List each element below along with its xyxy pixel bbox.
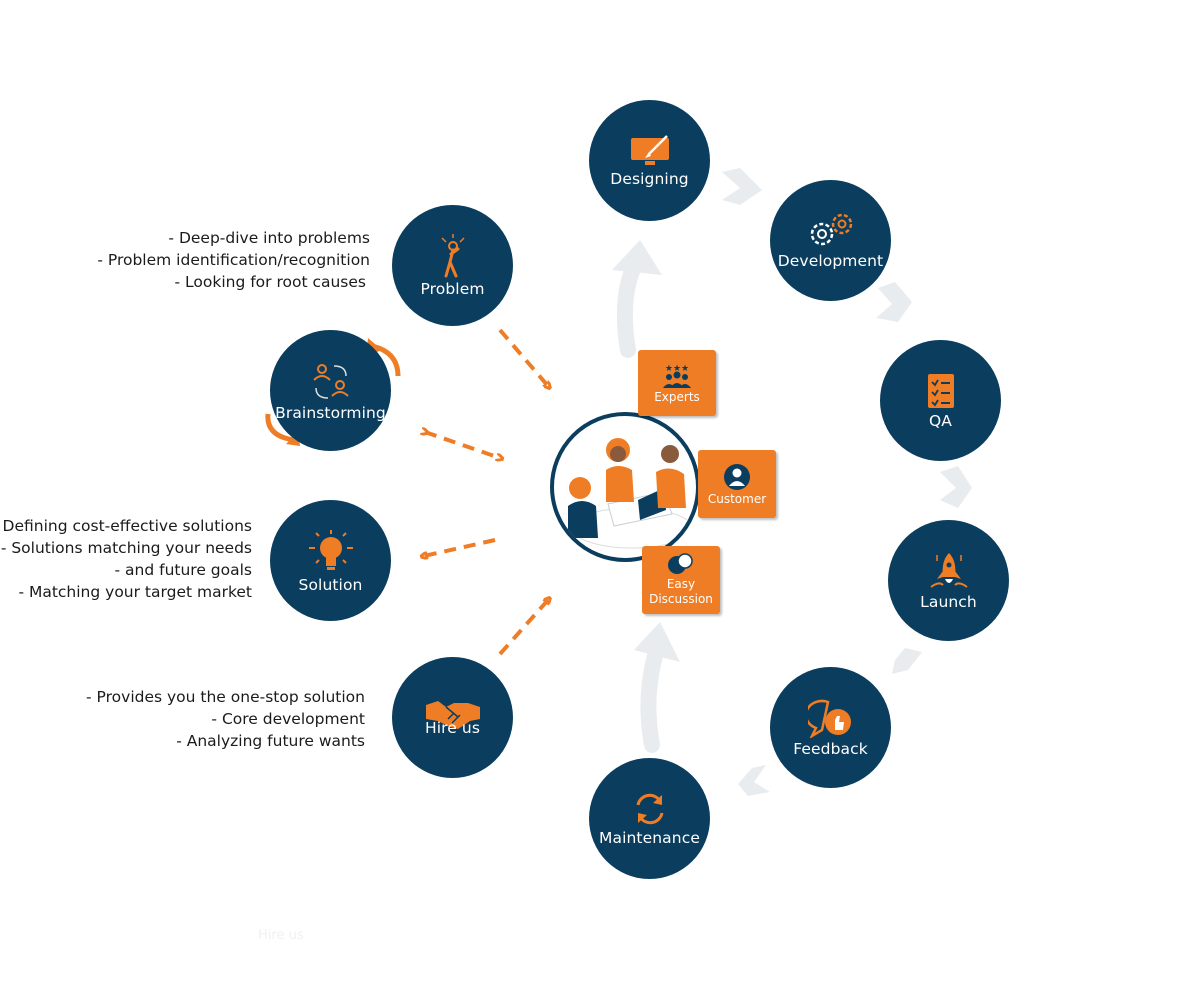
problem-desc-line: - Problem identification/recognition: [97, 251, 370, 269]
node-qa-label: QA: [928, 411, 952, 430]
discussion-label-line2: Discussion: [649, 592, 713, 606]
chevron-4: [892, 648, 922, 674]
node-solution: Solution: [270, 500, 391, 621]
solution-description: - Defining cost-effective solutions - So…: [0, 515, 252, 603]
solution-desc-line: - and future goals: [114, 561, 253, 579]
customer-badge: Customer: [698, 450, 776, 518]
hire-us-description: - Provides you the one-stop solution - C…: [86, 686, 365, 752]
center-illustration: [550, 412, 700, 562]
node-brainstorming-label: Brainstorming: [275, 403, 386, 422]
node-solution-label: Solution: [298, 575, 363, 594]
node-problem-label: Problem: [420, 279, 485, 298]
solution-desc-line: - Matching your target market: [18, 583, 252, 601]
chevron-3: [940, 466, 972, 508]
discussion-badge: Easy Discussion: [642, 546, 720, 614]
chevron-1: [722, 168, 762, 205]
faint-caption: Hire us: [258, 928, 304, 943]
node-maintenance: Maintenance: [589, 758, 710, 879]
experts-label: Experts: [654, 389, 700, 404]
node-qa: QA: [880, 340, 1001, 461]
dashed-arrow-solution: [424, 538, 496, 556]
handshake-icon: [425, 700, 480, 729]
rocket-icon: [929, 552, 968, 588]
svg-text:★★★: ★★★: [665, 364, 689, 374]
node-feedback: Feedback: [770, 667, 891, 788]
gears-icon: [810, 213, 852, 245]
dashed-arrow-hireus: [498, 600, 548, 656]
chat-thumbs-up-icon: [807, 699, 851, 738]
node-designing: Designing: [589, 100, 710, 221]
dashed-arrow-problem: [498, 328, 548, 386]
hire-us-desc-line: - Core development: [211, 710, 365, 728]
people-exchange-icon: [312, 363, 349, 399]
node-problem: Problem: [392, 205, 513, 326]
person-thinking-icon: [440, 233, 465, 277]
node-development: Development: [770, 180, 891, 301]
solution-desc-line: - Solutions matching your needs: [0, 539, 252, 557]
light-arrowhead-up: [612, 240, 662, 275]
dashed-arrow-brainstorm: [425, 432, 500, 458]
speech-bubbles-icon: [668, 553, 693, 574]
monitor-brush-icon: [630, 134, 669, 165]
node-hire-us: Hire us: [392, 657, 513, 778]
chevron-5: [738, 765, 770, 796]
team-meeting-illustration: [568, 438, 693, 549]
discussion-label-line1: Easy: [666, 577, 696, 591]
node-maintenance-label: Maintenance: [599, 828, 700, 847]
node-feedback-label: Feedback: [793, 739, 868, 758]
lightbulb-icon: [308, 529, 353, 570]
node-launch-label: Launch: [920, 592, 977, 611]
solution-desc-line: - Defining cost-effective solutions: [0, 517, 252, 535]
checklist-icon: [927, 373, 954, 408]
refresh-icon: [636, 793, 663, 824]
node-hire-us-label: Hire us: [424, 718, 481, 737]
node-development-label: Development: [777, 251, 884, 270]
node-launch: Launch: [888, 520, 1009, 641]
node-designing-label: Designing: [610, 169, 689, 188]
problem-desc-line: - Deep-dive into problems: [168, 229, 370, 247]
light-arrowhead-lower: [634, 622, 680, 662]
problem-desc-line: - Looking for root causes: [174, 273, 367, 291]
hire-us-desc-line: - Analyzing future wants: [176, 732, 365, 750]
customer-label: Customer: [707, 491, 767, 506]
experts-badge: ★★★ Experts: [638, 350, 716, 416]
brainstorm-cycle-arrow-bottom: [265, 413, 295, 443]
user-circle-icon: [724, 463, 750, 490]
hire-us-desc-line: - Provides you the one-stop solution: [86, 688, 365, 706]
chevron-2: [876, 282, 912, 322]
node-brainstorming: Brainstorming: [270, 330, 391, 451]
team-stars-icon: ★★★: [663, 364, 691, 388]
problem-description: - Deep-dive into problems - Problem iden…: [97, 227, 370, 293]
